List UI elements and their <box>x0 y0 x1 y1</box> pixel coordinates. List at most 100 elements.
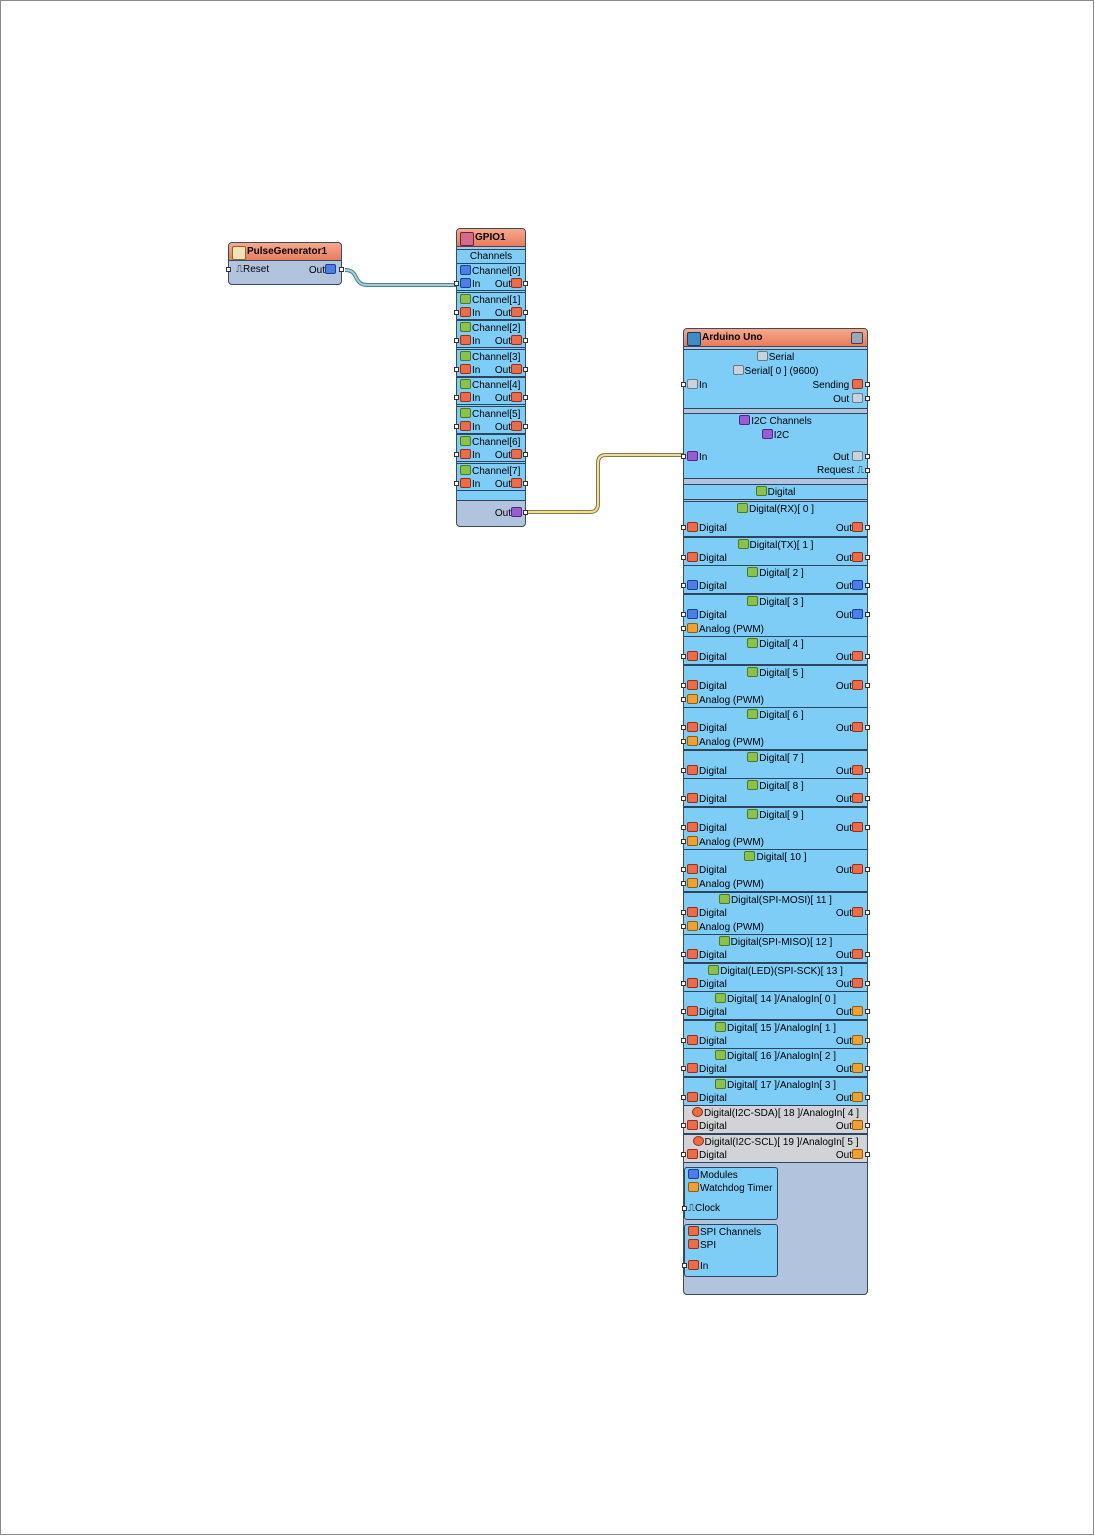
wire-gpio-to-i2c[interactable] <box>525 453 684 514</box>
digital-in-icon <box>687 1063 698 1073</box>
gpio-channel-out-pin[interactable] <box>523 452 528 457</box>
digital-in-pin[interactable] <box>681 767 686 773</box>
digital-in-pin[interactable] <box>681 654 686 659</box>
channel-in-icon <box>460 278 471 288</box>
analog-pwm-pin[interactable] <box>681 838 686 844</box>
gpio-channel-in-pin[interactable] <box>454 338 459 343</box>
gpio-channel-out-label: Out <box>495 449 523 462</box>
serial-sending-label: Sending <box>813 379 864 392</box>
digital-out-pin[interactable] <box>865 1037 870 1043</box>
digital-in-label: Digital <box>687 793 727 806</box>
digital-out-pin[interactable] <box>865 725 870 730</box>
digital-in-pin[interactable] <box>681 796 686 801</box>
digital-in-pin[interactable] <box>681 824 686 830</box>
gpio-channel-out-pin[interactable] <box>523 309 528 315</box>
gpio-icon <box>460 232 474 246</box>
digital-out-icon <box>852 679 863 690</box>
gpio-channel-in-pin[interactable] <box>454 480 459 486</box>
gpio-channel-in-pin[interactable] <box>454 452 459 457</box>
arduino-header[interactable]: Arduino Uno <box>684 329 867 347</box>
i2c-out-label: Out <box>833 451 864 464</box>
serial-out-pin[interactable] <box>865 396 870 401</box>
digital-out-pin[interactable] <box>865 1094 870 1100</box>
digital-out-pin[interactable] <box>865 1151 870 1157</box>
digital-in-pin[interactable] <box>681 1009 686 1014</box>
gpio-channel-out-pin[interactable] <box>523 281 528 286</box>
digital-out-pin[interactable] <box>865 611 870 617</box>
digital-out-pin[interactable] <box>865 796 870 801</box>
analog-pwm-pin[interactable] <box>681 881 686 886</box>
arduino-uno[interactable]: Arduino Uno Serial Serial[ 0 ] (9600) In… <box>681 328 870 1295</box>
gpio-bus-out-label: Out <box>495 507 523 520</box>
digital-in-pin[interactable] <box>681 611 686 617</box>
digital-out-pin[interactable] <box>865 824 870 830</box>
digital-in-icon <box>687 1148 698 1159</box>
gpio-channel-in-pin[interactable] <box>454 423 459 429</box>
gpio-channel-in-pin[interactable] <box>454 281 459 286</box>
digital-in-pin[interactable] <box>681 980 686 986</box>
gpio-channel-out-pin[interactable] <box>523 366 528 372</box>
i2c-item-label: I2C <box>684 429 867 442</box>
digital-in-pin[interactable] <box>681 1123 686 1128</box>
digital-out-pin[interactable] <box>865 1123 870 1128</box>
digital-out-pin[interactable] <box>865 767 870 773</box>
digital-pin-title: Digital[ 9 ] <box>684 808 867 822</box>
tools-icon[interactable] <box>851 332 863 344</box>
channel-icon <box>460 265 471 275</box>
digital-in-pin[interactable] <box>681 1151 686 1157</box>
digital-out-label: Out <box>836 793 864 806</box>
digital-out-pin[interactable] <box>865 583 870 588</box>
gpio-channel-in-pin[interactable] <box>454 366 459 372</box>
digital-in-pin[interactable] <box>681 583 686 588</box>
gpio-channel-out-pin[interactable] <box>523 423 528 429</box>
analog-pwm-icon <box>687 835 698 846</box>
digital-out-pin[interactable] <box>865 654 870 659</box>
reset-pin[interactable] <box>226 267 231 272</box>
gpio-header[interactable]: GPIO1 <box>457 229 525 247</box>
i2c-request-pin[interactable] <box>865 468 870 473</box>
digital-out-pin[interactable] <box>865 525 870 530</box>
digital-out-pin[interactable] <box>865 909 870 915</box>
pulse-generator-header[interactable]: PulseGenerator1 <box>229 243 341 261</box>
gpio-channel-in-pin[interactable] <box>454 395 459 400</box>
serial-in-pin[interactable] <box>681 382 686 387</box>
digital-out-icon <box>852 977 863 988</box>
digital-out-pin[interactable] <box>865 682 870 688</box>
digital-out-pin[interactable] <box>865 1066 870 1071</box>
i2c-out-pin[interactable] <box>865 454 870 459</box>
digital-out-pin[interactable] <box>865 867 870 872</box>
gpio-bus-out-pin[interactable] <box>523 510 528 515</box>
digital-out-pin[interactable] <box>865 554 870 560</box>
gpio-channel-out-pin[interactable] <box>523 395 528 400</box>
digital-in-pin[interactable] <box>681 682 686 688</box>
digital-in-pin[interactable] <box>681 1037 686 1043</box>
analog-pwm-pin[interactable] <box>681 923 686 929</box>
digital-in-pin[interactable] <box>681 867 686 872</box>
watchdog-clock-pin[interactable] <box>682 1206 687 1211</box>
gpio-channel-out-pin[interactable] <box>523 480 528 486</box>
spi-in-pin[interactable] <box>682 1263 687 1268</box>
digital-pin-title: Digital[ 7 ] <box>684 751 867 765</box>
digital-in-pin[interactable] <box>681 952 686 957</box>
digital-pin-title: Digital(I2C-SDA)[ 18 ]/AnalogIn[ 4 ] <box>684 1107 867 1120</box>
analog-pwm-pin[interactable] <box>681 625 686 631</box>
digital-in-pin[interactable] <box>681 525 686 530</box>
analog-pwm-pin[interactable] <box>681 696 686 702</box>
pulse-out-pin[interactable] <box>339 267 344 272</box>
digital-in-pin[interactable] <box>681 1094 686 1100</box>
gpio-channel-in-pin[interactable] <box>454 309 459 315</box>
analog-pwm-pin[interactable] <box>681 739 686 744</box>
analog-pwm-icon <box>687 736 698 746</box>
digital-out-pin[interactable] <box>865 952 870 957</box>
digital-out-pin[interactable] <box>865 1009 870 1014</box>
serial-sending-pin[interactable] <box>865 382 870 387</box>
digital-in-pin[interactable] <box>681 554 686 560</box>
digital-in-pin[interactable] <box>681 725 686 730</box>
pulse-generator[interactable]: PulseGenerator1 ⎍Reset Out <box>226 242 344 285</box>
digital-in-pin[interactable] <box>681 909 686 915</box>
digital-in-pin[interactable] <box>681 1066 686 1071</box>
i2c-in-pin[interactable] <box>681 454 686 459</box>
gpio-channel-out-pin[interactable] <box>523 338 528 343</box>
digital-out-pin[interactable] <box>865 980 870 986</box>
